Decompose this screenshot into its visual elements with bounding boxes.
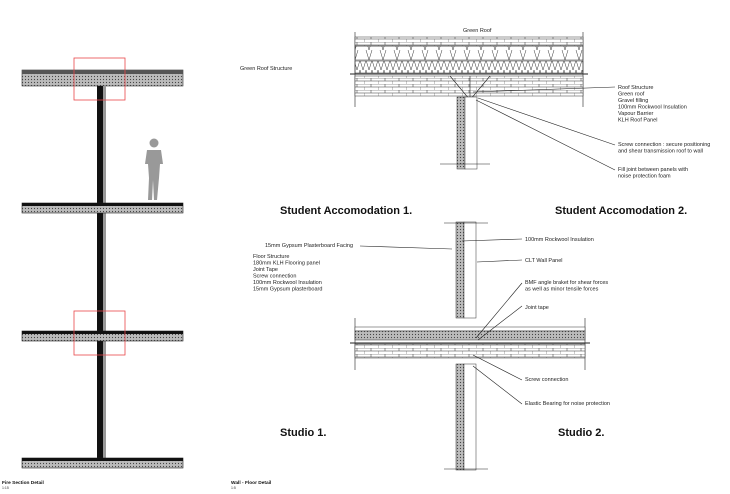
roof-layer-list: Roof Structure Green roof Gravel filling… (618, 85, 687, 124)
heading-student-accomodation-2: Student Accomodation 2. (555, 205, 687, 217)
svg-text:180mm KLH Flooring panel: 180mm KLH Flooring panel (253, 261, 320, 267)
svg-text:Green roof: Green roof (618, 92, 645, 98)
elastic-bearing-label: Elastic Bearing for noise protection (525, 401, 610, 407)
svg-text:15mm Gypsum plasterboard: 15mm Gypsum plasterboard (253, 287, 322, 293)
detail-highlight-box (73, 57, 126, 101)
heading-studio-2: Studio 2. (558, 427, 604, 439)
svg-text:Roof Structure: Roof Structure (618, 85, 653, 91)
wall-floor-title: Wall - Floor Detail (231, 480, 271, 486)
joint-tape-label: Joint tape (525, 305, 549, 311)
svg-text:Floor Structure: Floor Structure (253, 254, 289, 260)
wall-floor-detail-drawing (350, 221, 590, 471)
svg-text:100mm Rockwool Insulation: 100mm Rockwool Insulation (618, 105, 687, 111)
svg-text:as well as minor tensile force: as well as minor tensile forces (525, 287, 599, 293)
fire-section-title: Fire Section Detail (2, 480, 44, 486)
screw-connection-label: Screw connection (525, 377, 568, 383)
gypsum-facing-label: 15mm Gypsum Plasterboard Facing (265, 243, 353, 249)
clt-label: CLT Wall Panel (525, 258, 563, 264)
green-roof-structure-label: Green Roof Structure (240, 66, 292, 72)
green-roof-label: Green Roof (463, 28, 492, 34)
heading-studio-1: Studio 1. (280, 427, 326, 439)
fill-joint-note: Fill joint between panels with (618, 167, 688, 173)
svg-text:Gravel filling: Gravel filling (618, 98, 648, 104)
wall-floor-scale: 1:5 (231, 486, 236, 490)
svg-text:noise protection foam: noise protection foam (618, 174, 671, 180)
wall (97, 86, 103, 466)
svg-text:KLH Roof Panel: KLH Roof Panel (618, 118, 657, 124)
bmf-label: BMF angle braket for shear forces (525, 280, 608, 286)
screw-connection-note: Screw connection : secure positioning (618, 142, 710, 148)
roof-detail-drawing: Green Roof (350, 28, 616, 171)
detail-highlight-box (73, 310, 126, 356)
floor-layer-list: Floor Structure 180mm KLH Flooring panel… (253, 254, 322, 293)
rockwool-label: 100mm Rockwool Insulation (525, 237, 594, 243)
fire-section-scale: 1:15 (2, 486, 9, 490)
svg-text:Screw connection: Screw connection (253, 274, 296, 280)
svg-text:Vapour Barrier: Vapour Barrier (618, 111, 654, 117)
svg-text:100mm Rockwool Insulation: 100mm Rockwool Insulation (253, 280, 322, 286)
heading-student-accomodation-1: Student Accomodation 1. (280, 205, 412, 217)
person-silhouette-icon (145, 138, 163, 200)
svg-text:Joint Tape: Joint Tape (253, 267, 278, 273)
svg-text:and shear transmission roof to: and shear transmission roof to wall (618, 149, 703, 155)
fire-section-drawing (21, 57, 184, 469)
